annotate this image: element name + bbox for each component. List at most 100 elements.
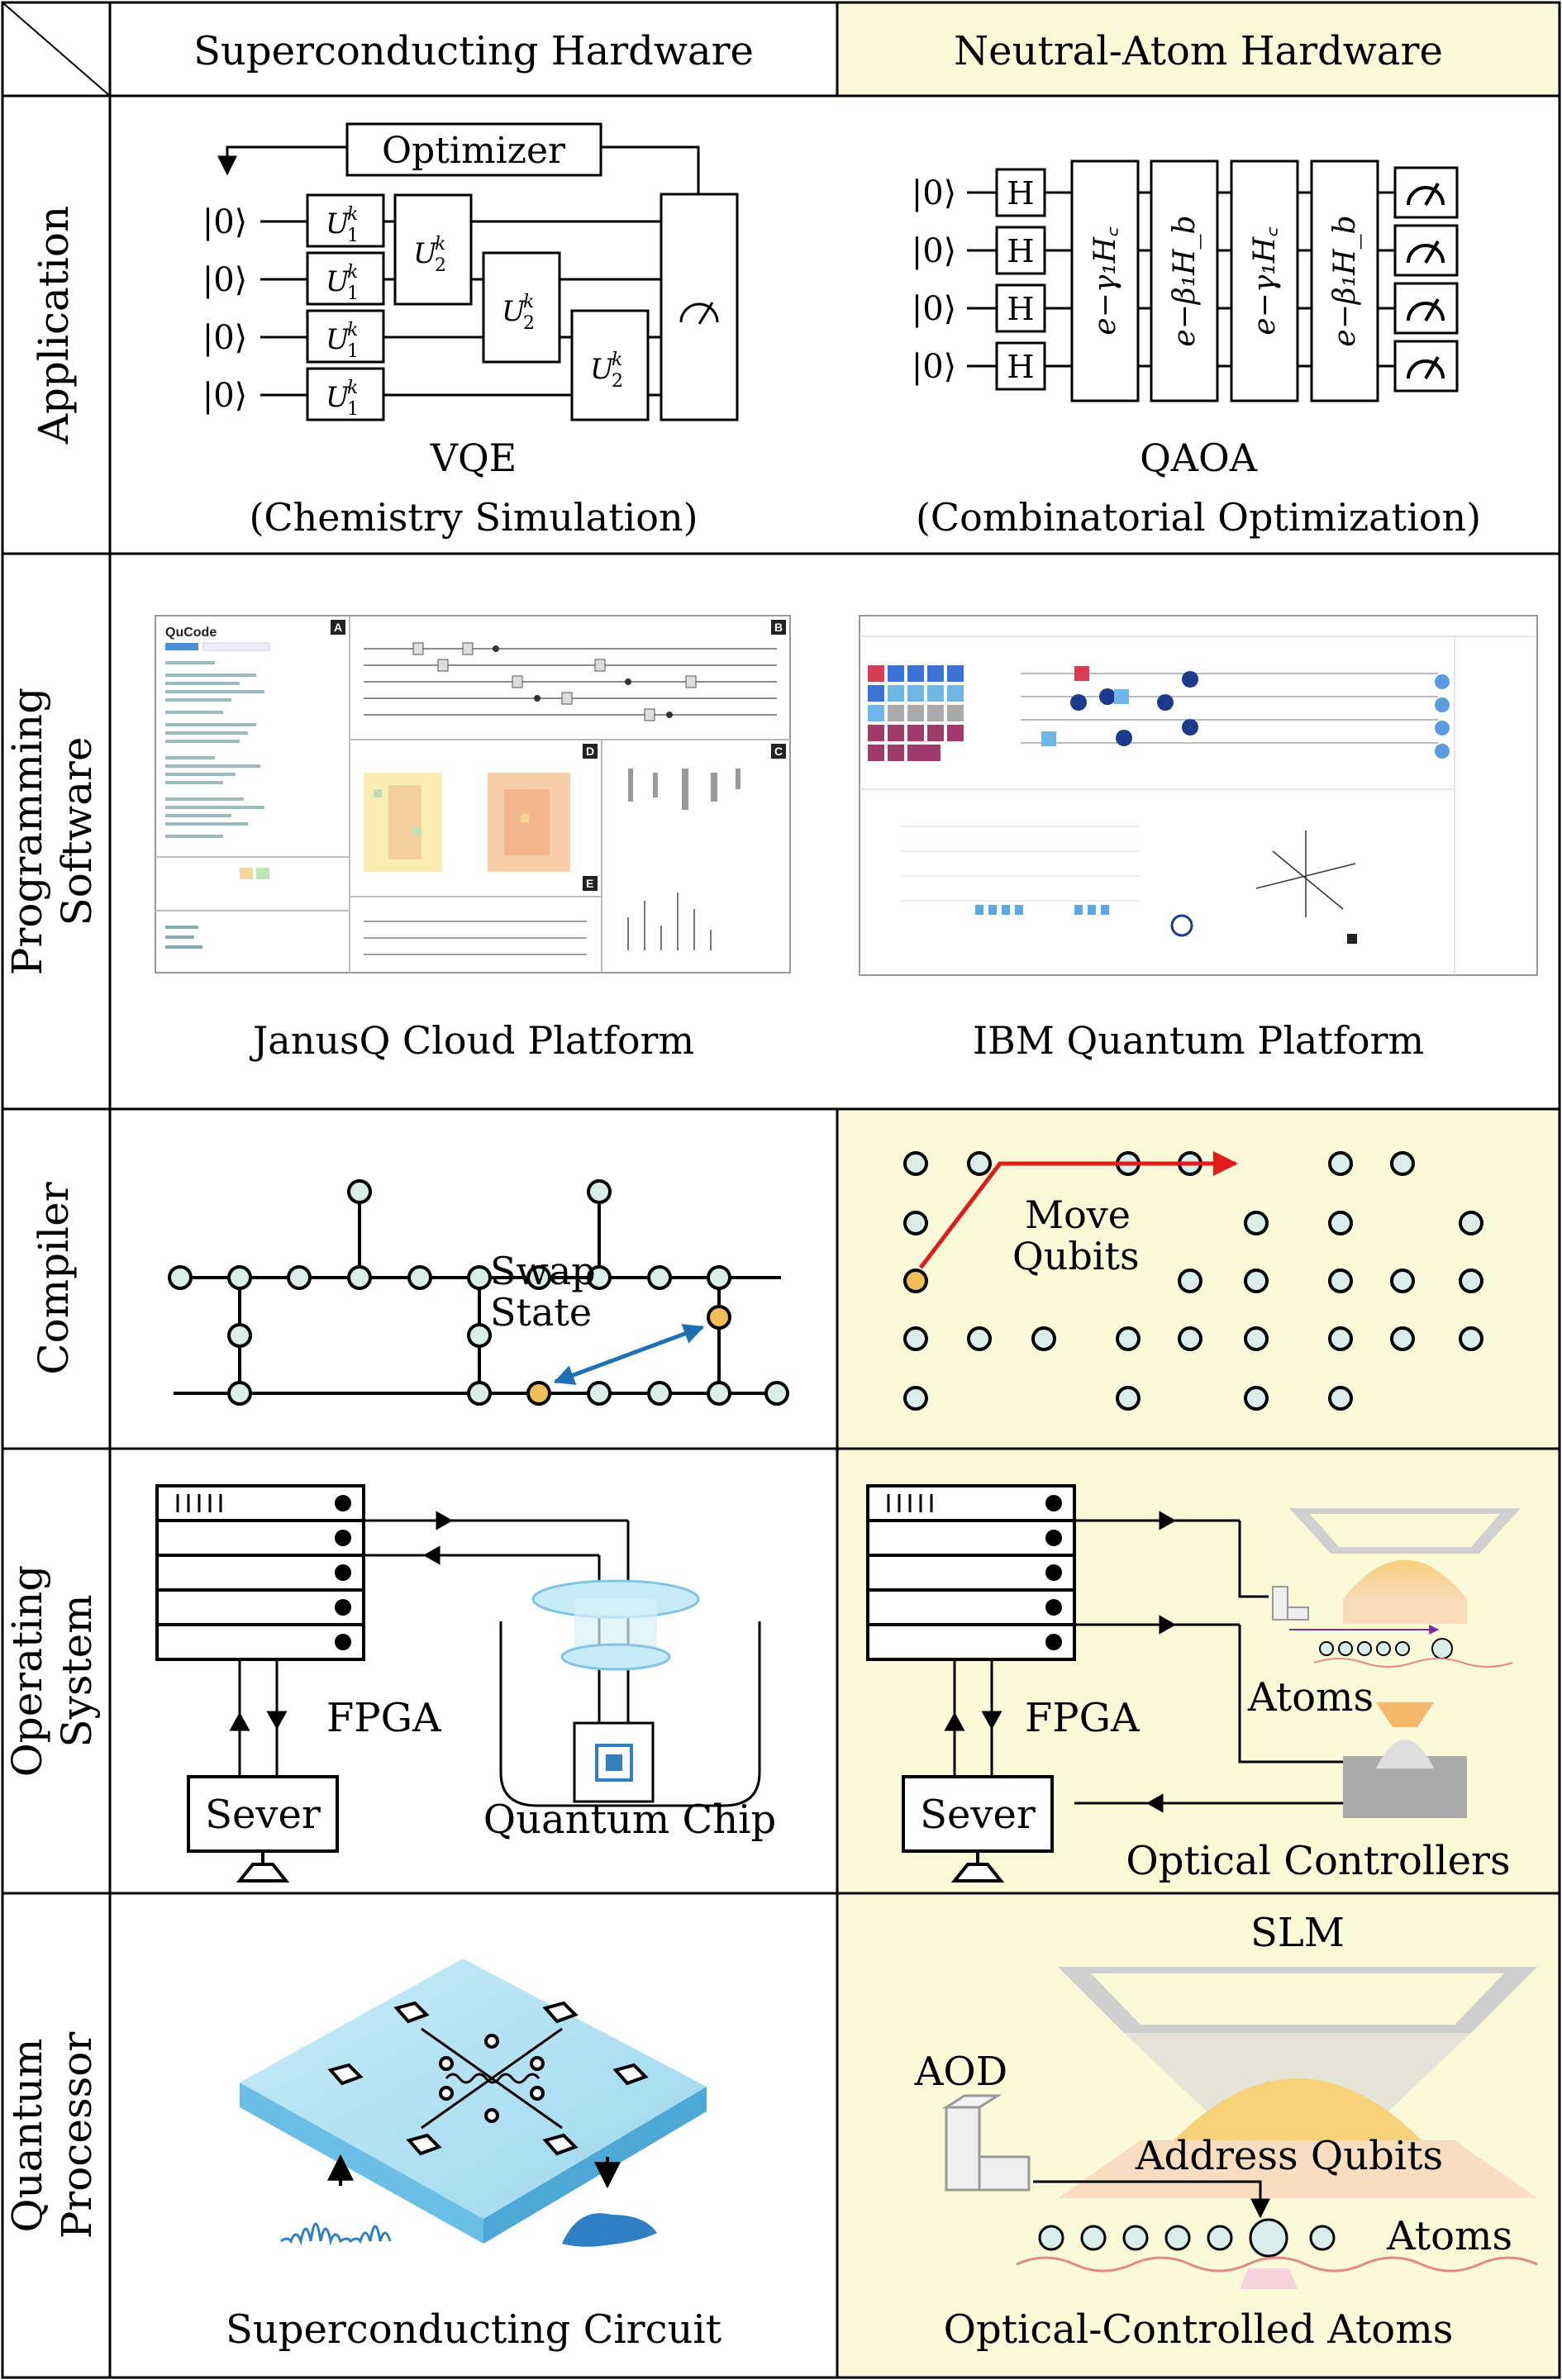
svg-text:U: U (326, 207, 350, 240)
atom-array-nodes (903, 1151, 1483, 1411)
measurement-box (660, 193, 739, 421)
move-arrow (919, 1151, 1238, 1269)
row-label-qp-2: Processor (53, 2032, 101, 2240)
qaoa-labels: |0⟩ |0⟩ |0⟩ |0⟩ H H H H e−γ₁H꜀ e−β₁H_b e… (912, 174, 1481, 540)
svg-text:E: E (586, 877, 593, 890)
sc-chip (240, 1959, 707, 2244)
vqe-title: VQE (430, 436, 517, 480)
svg-text:|0⟩: |0⟩ (202, 203, 248, 241)
na-control-wires (944, 1511, 1343, 1813)
svg-text:D: D (586, 745, 594, 758)
optical-controllers-label: Optical Controllers (1126, 1838, 1510, 1884)
svg-text:e−γ₁H꜀: e−γ₁H꜀ (1248, 226, 1282, 336)
vqe-subtitle: (Chemistry Simulation) (249, 495, 698, 540)
qaoa-title: QAOA (1140, 436, 1258, 480)
row-label-qp-1: Quantum (3, 2039, 51, 2233)
svg-text:H: H (1007, 175, 1034, 212)
svg-text:U: U (413, 237, 438, 270)
row-label-compiler: Compiler (30, 1182, 78, 1374)
qaoa-subtitle: (Combinatorial Optimization) (916, 495, 1481, 540)
sc-coupling-graph (174, 1192, 781, 1395)
row-label-programming-1: Programming (3, 688, 51, 975)
sever-label-right: Sever (920, 1792, 1036, 1838)
svg-text:U: U (326, 381, 350, 414)
svg-text:k: k (347, 320, 358, 340)
row-label-os-2: System (53, 1594, 101, 1747)
fpga-rack-left (155, 1484, 365, 1661)
janusq-caption: JanusQ Cloud Platform (250, 1018, 694, 1063)
svg-text:H: H (1007, 233, 1034, 269)
svg-text:H: H (1007, 349, 1034, 385)
column-header-neutral-atom: Neutral-Atom Hardware (954, 28, 1443, 74)
svg-text:|0⟩: |0⟩ (912, 290, 957, 328)
svg-text:|0⟩: |0⟩ (912, 232, 957, 270)
fpga-rack-right (866, 1484, 1076, 1661)
svg-text:k: k (612, 350, 622, 370)
chip-label: Quantum Chip (483, 1797, 777, 1843)
svg-text:e−γ₁H꜀: e−γ₁H꜀ (1088, 226, 1122, 336)
aod-label: AOD (914, 2049, 1008, 2095)
ibm-screenshot (859, 615, 1538, 976)
svg-text:2: 2 (435, 255, 446, 276)
oc-atoms-caption: Optical-Controlled Atoms (944, 2306, 1454, 2353)
move-label-1: Move (1025, 1192, 1131, 1237)
svg-text:U: U (590, 353, 615, 386)
janusq-screenshot: QuCode (155, 615, 791, 973)
fpga-label-right: FPGA (1025, 1695, 1141, 1741)
address-qubits-label: Address Qubits (1135, 2133, 1443, 2179)
row-labels: Application Programming Software Compile… (3, 206, 101, 2239)
svg-text:k: k (435, 234, 445, 255)
svg-text:A: A (334, 621, 342, 634)
svg-text:|0⟩: |0⟩ (202, 261, 248, 299)
optical-setup-small (1272, 1508, 1521, 1818)
sever-monitor-left (187, 1775, 339, 1883)
dilution-fridge (499, 1579, 761, 1807)
svg-text:U: U (326, 265, 350, 298)
svg-text:e−β₁H_b: e−β₁H_b (1168, 215, 1202, 346)
svg-text:U: U (326, 323, 350, 356)
svg-text:k: k (347, 378, 358, 398)
svg-text:|0⟩: |0⟩ (912, 174, 957, 212)
vqe-labels: Optimizer |0⟩ |0⟩ |0⟩ |0⟩ U U U U U U U … (202, 130, 698, 540)
qaoa-circuit (967, 159, 1459, 402)
microwave-pulses (280, 2154, 657, 2247)
svg-text:C: C (774, 745, 783, 758)
svg-text:2: 2 (523, 313, 535, 334)
move-label-2: Qubits (1012, 1234, 1140, 1278)
svg-text:1: 1 (347, 283, 359, 304)
optimizer-box (345, 122, 602, 177)
sc-qubit-nodes (168, 1179, 789, 1406)
svg-text:k: k (347, 204, 358, 225)
sc-circuit-caption: Superconducting Circuit (226, 2306, 721, 2353)
row-label-programming-2: Software (53, 736, 101, 926)
svg-text:1: 1 (347, 341, 359, 362)
sever-monitor-right (902, 1775, 1054, 1883)
svg-text:Optimizer: Optimizer (382, 130, 566, 172)
svg-text:k: k (523, 292, 534, 312)
atoms-label-os: Atoms (1247, 1674, 1374, 1721)
swap-label-1: Swap (490, 1249, 596, 1293)
svg-text:H: H (1007, 291, 1034, 327)
vqe-circuit (217, 122, 739, 421)
svg-text:B: B (774, 621, 783, 634)
svg-text:|0⟩: |0⟩ (912, 348, 957, 386)
swap-arrow (553, 1324, 705, 1385)
row-label-application: Application (30, 206, 78, 445)
svg-text:e−β₁H_b: e−β₁H_b (1328, 215, 1362, 346)
swap-label-2: State (490, 1290, 592, 1335)
row-label-os-1: Operating (3, 1565, 51, 1778)
svg-text:2: 2 (612, 371, 623, 392)
fpga-label-left: FPGA (326, 1695, 442, 1741)
ibm-caption: IBM Quantum Platform (973, 1018, 1424, 1063)
column-header-superconducting: Superconducting Hardware (193, 28, 754, 74)
svg-text:U: U (502, 295, 526, 328)
optical-atoms-setup (941, 1967, 1538, 2289)
svg-text:k: k (347, 262, 358, 283)
svg-text:|0⟩: |0⟩ (202, 377, 248, 415)
svg-text:1: 1 (347, 399, 359, 420)
svg-text:QuCode: QuCode (165, 626, 217, 640)
svg-text:1: 1 (347, 226, 359, 246)
slm-label: SLM (1250, 1910, 1345, 1956)
